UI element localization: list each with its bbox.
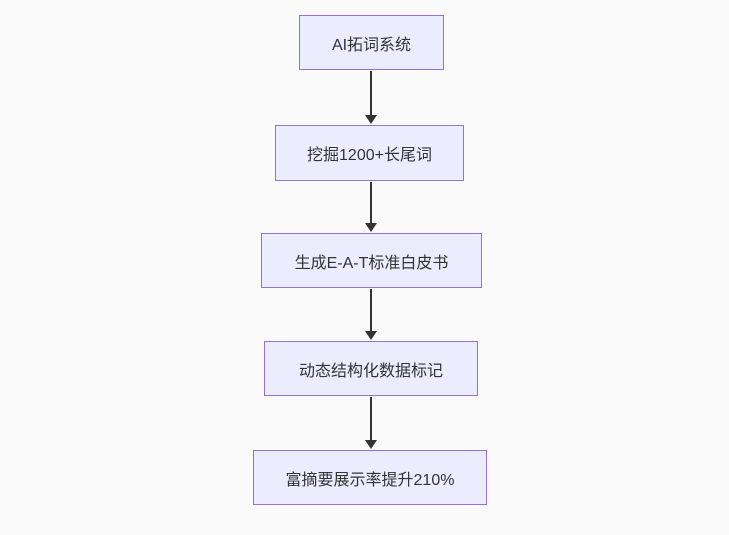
arrowhead-down-icon [365, 223, 377, 232]
arrow-line [370, 397, 372, 440]
arrow-line [370, 71, 372, 115]
node-label: AI拓词系统 [331, 36, 412, 54]
arrow-down-2 [365, 182, 377, 232]
arrowhead-down-icon [365, 331, 377, 340]
flowchart-node-longtail-mining: 挖掘1200+长尾词 [275, 125, 464, 181]
arrowhead-down-icon [365, 440, 377, 449]
arrowhead-down-icon [365, 115, 377, 124]
flowchart-node-structured-data-markup: 动态结构化数据标记 [264, 341, 478, 396]
flowchart-node-ai-word-expansion: AI拓词系统 [299, 15, 444, 70]
arrow-down-1 [365, 71, 377, 124]
arrow-line [370, 289, 372, 331]
flowchart-node-rich-snippet-result: 富摘要展示率提升210% [253, 450, 487, 505]
arrow-line [370, 182, 372, 223]
node-label: 挖掘1200+长尾词 [307, 147, 432, 164]
flowchart-node-eat-whitepaper: 生成E-A-T标准白皮书 [261, 233, 482, 288]
node-label: 生成E-A-T标准白皮书 [294, 254, 449, 272]
node-label: 动态结构化数据标记 [298, 362, 443, 380]
node-label: 富摘要展示率提升210% [285, 471, 455, 489]
arrow-down-3 [365, 289, 377, 340]
arrow-down-4 [365, 397, 377, 449]
